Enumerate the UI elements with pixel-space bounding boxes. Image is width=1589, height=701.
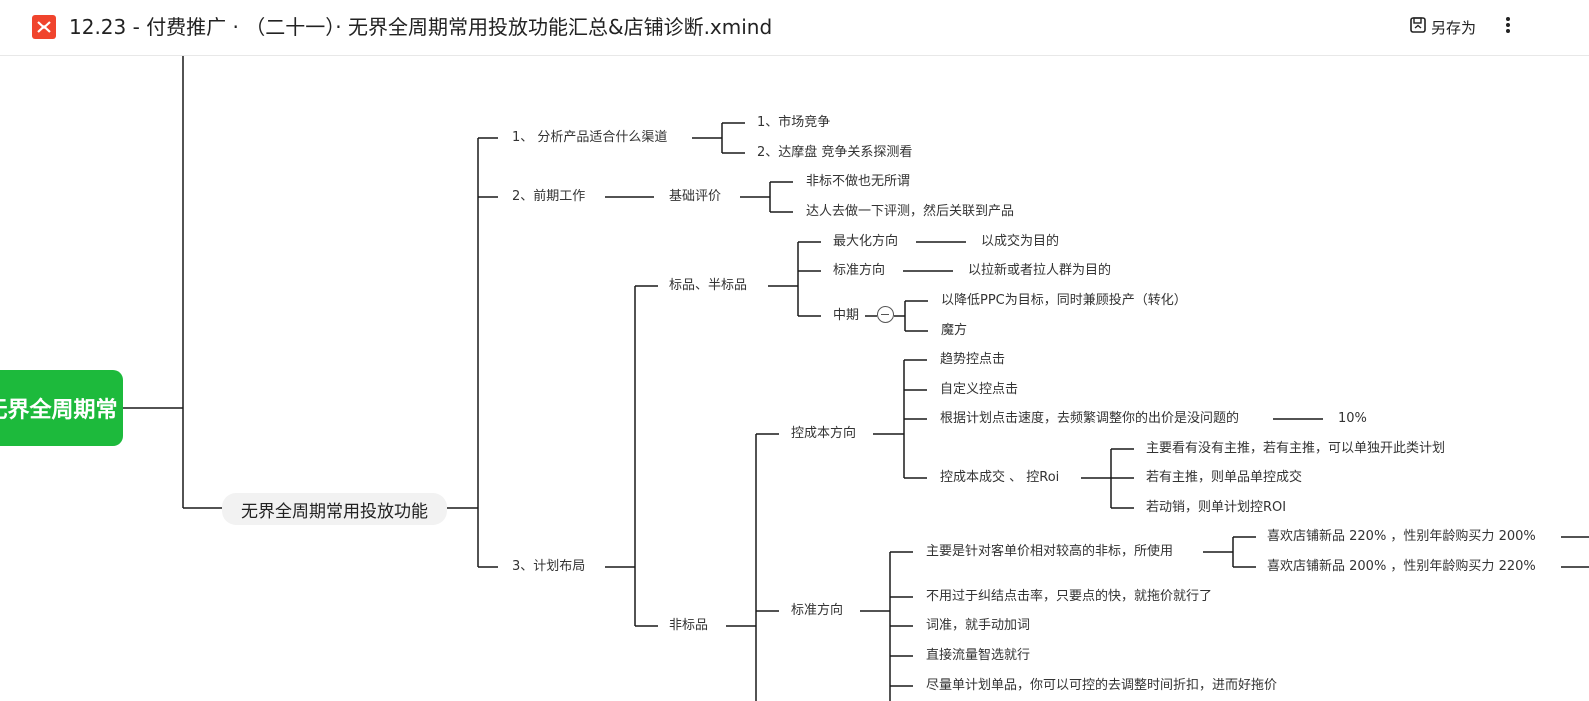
topic-cost-c2[interactable]: 自定义控点击: [940, 382, 1019, 397]
title-bar: 12.23 - 付费推广 · （二十一）· 无界全周期常用投放功能汇总&店铺诊断…: [0, 0, 1589, 56]
topic-cost-c4-c[interactable]: 若动销，则单计划控ROI: [1146, 500, 1287, 515]
main-topic-label: 无界全周期常用投放功能: [241, 501, 428, 522]
topic-nonstd[interactable]: 非标品: [669, 618, 709, 633]
document-title: 12.23 - 付费推广 · （二十一）· 无界全周期常用投放功能汇总&店铺诊断…: [69, 15, 773, 39]
topic-b1[interactable]: 1、 分析产品适合什么渠道: [512, 130, 668, 145]
topic-cost-c4-a[interactable]: 主要看有没有主推，若有主推，可以单独开此类计划: [1146, 441, 1446, 456]
topic-std-norm[interactable]: 标准方向: [833, 263, 886, 278]
topic-b3[interactable]: 3、计划布局: [512, 559, 586, 574]
root-topic-label: 无界全周期常: [0, 398, 118, 423]
topic-cost-c4-b[interactable]: 若有主推，则单品单控成交: [1146, 470, 1303, 485]
topic-b2-sub[interactable]: 基础评价: [669, 189, 722, 204]
topic-cost[interactable]: 控成本方向: [791, 426, 857, 441]
save-as-button[interactable]: 另存为: [1409, 15, 1476, 39]
topic-norm2-c5[interactable]: 尽量单计划单品，你可以可控的去调整时间折扣，进而好拖价: [926, 678, 1278, 693]
topic-std-mid-c2[interactable]: 魔方: [941, 323, 968, 338]
save-icon: [1409, 16, 1427, 38]
topic-norm2[interactable]: 标准方向: [791, 603, 844, 618]
topic-b2-c1[interactable]: 非标不做也无所谓: [806, 174, 911, 189]
collapse-branch-icon[interactable]: [877, 306, 894, 323]
topic-b1-c1[interactable]: 1、市场竞争: [757, 115, 831, 130]
more-vertical-icon: [1505, 16, 1511, 38]
topic-cost-c3[interactable]: 根据计划点击速度，去频繁调整你的出价是没问题的: [940, 411, 1240, 426]
topic-cost-c1[interactable]: 趋势控点击: [940, 352, 1006, 367]
topic-norm2-c4[interactable]: 直接流量智选就行: [926, 648, 1031, 663]
topic-std[interactable]: 标品、半标品: [669, 278, 748, 293]
topic-std-mid[interactable]: 中期: [833, 308, 860, 323]
topic-norm2-c2[interactable]: 不用过于纠结点击率，只要点的快，就拖价就行了: [926, 589, 1213, 604]
topic-std-norm-child[interactable]: 以拉新或者拉人群为目的: [968, 263, 1112, 278]
topic-norm2-c3[interactable]: 词准，就手动加词: [926, 618, 1031, 633]
topic-std-mid-c1[interactable]: 以降低PPC为目标，同时兼顾投产（转化）: [941, 293, 1187, 308]
topic-norm2-c1[interactable]: 主要是针对客单价相对较高的非标，所使用: [926, 544, 1174, 559]
topic-cost-c4[interactable]: 控成本成交 、 控Roi: [940, 470, 1060, 485]
topic-b2[interactable]: 2、前期工作: [512, 189, 586, 204]
topic-norm2-c1-b[interactable]: 喜欢店铺新品 200% ，性别年龄购买力 220%: [1267, 559, 1536, 574]
save-as-label: 另存为: [1431, 18, 1477, 37]
topic-b1-c2[interactable]: 2、达摩盘 竞争关系探测看: [757, 145, 913, 160]
more-options-button[interactable]: [1496, 14, 1520, 40]
topic-b2-c2[interactable]: 达人去做一下评测，然后关联到产品: [806, 204, 1015, 219]
topic-cost-c3-value[interactable]: 10%: [1338, 411, 1367, 426]
topic-norm2-c1-a[interactable]: 喜欢店铺新品 220% ，性别年龄购买力 200%: [1267, 529, 1536, 544]
root-topic[interactable]: 无界全周期常: [0, 370, 123, 446]
topic-std-max[interactable]: 最大化方向: [833, 234, 899, 249]
topic-std-max-child[interactable]: 以成交为目的: [981, 234, 1060, 249]
xmind-logo-icon: [32, 15, 56, 39]
main-topic[interactable]: 无界全周期常用投放功能: [222, 493, 447, 525]
